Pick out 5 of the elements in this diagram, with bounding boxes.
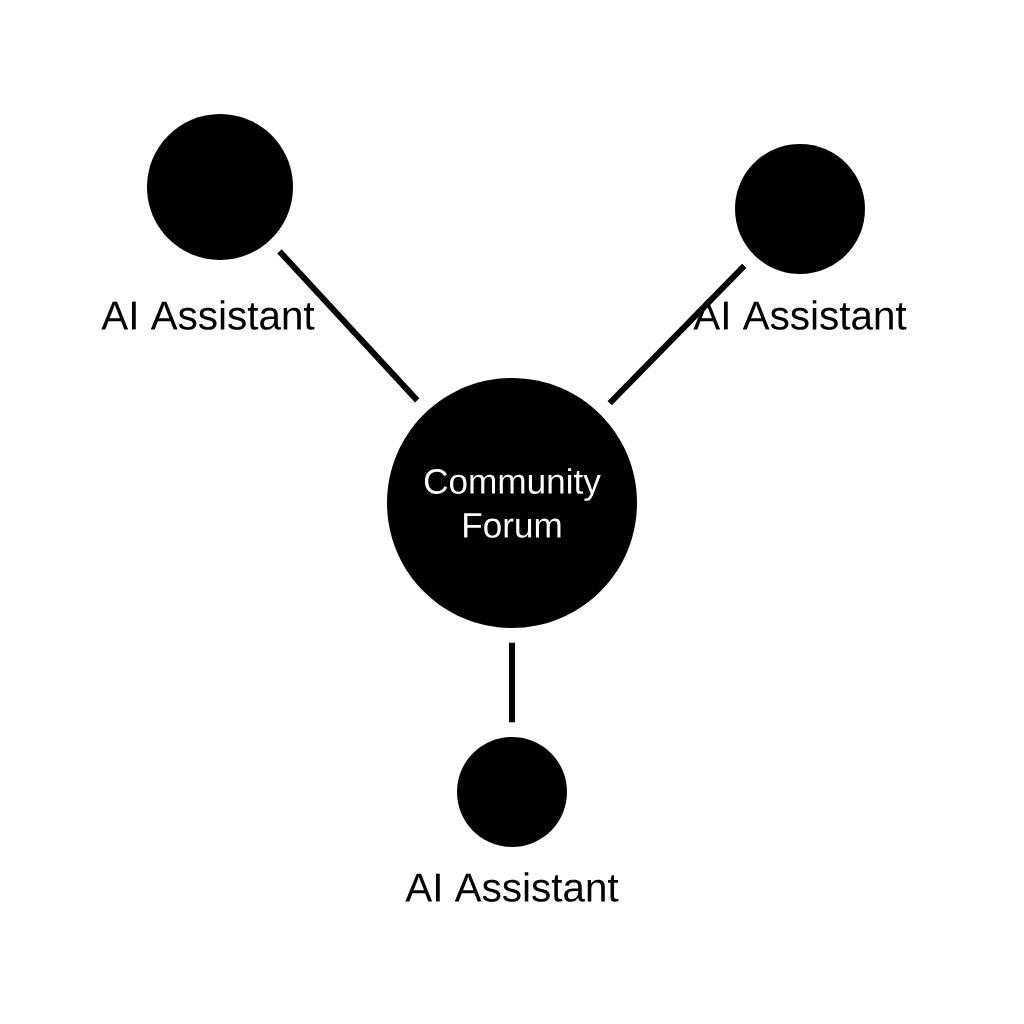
node-label: AI Assistant (405, 872, 619, 902)
connector-line (509, 642, 515, 723)
node-label: AI Assistant (101, 300, 315, 330)
connector-line (277, 249, 420, 403)
connector-line (607, 263, 747, 406)
